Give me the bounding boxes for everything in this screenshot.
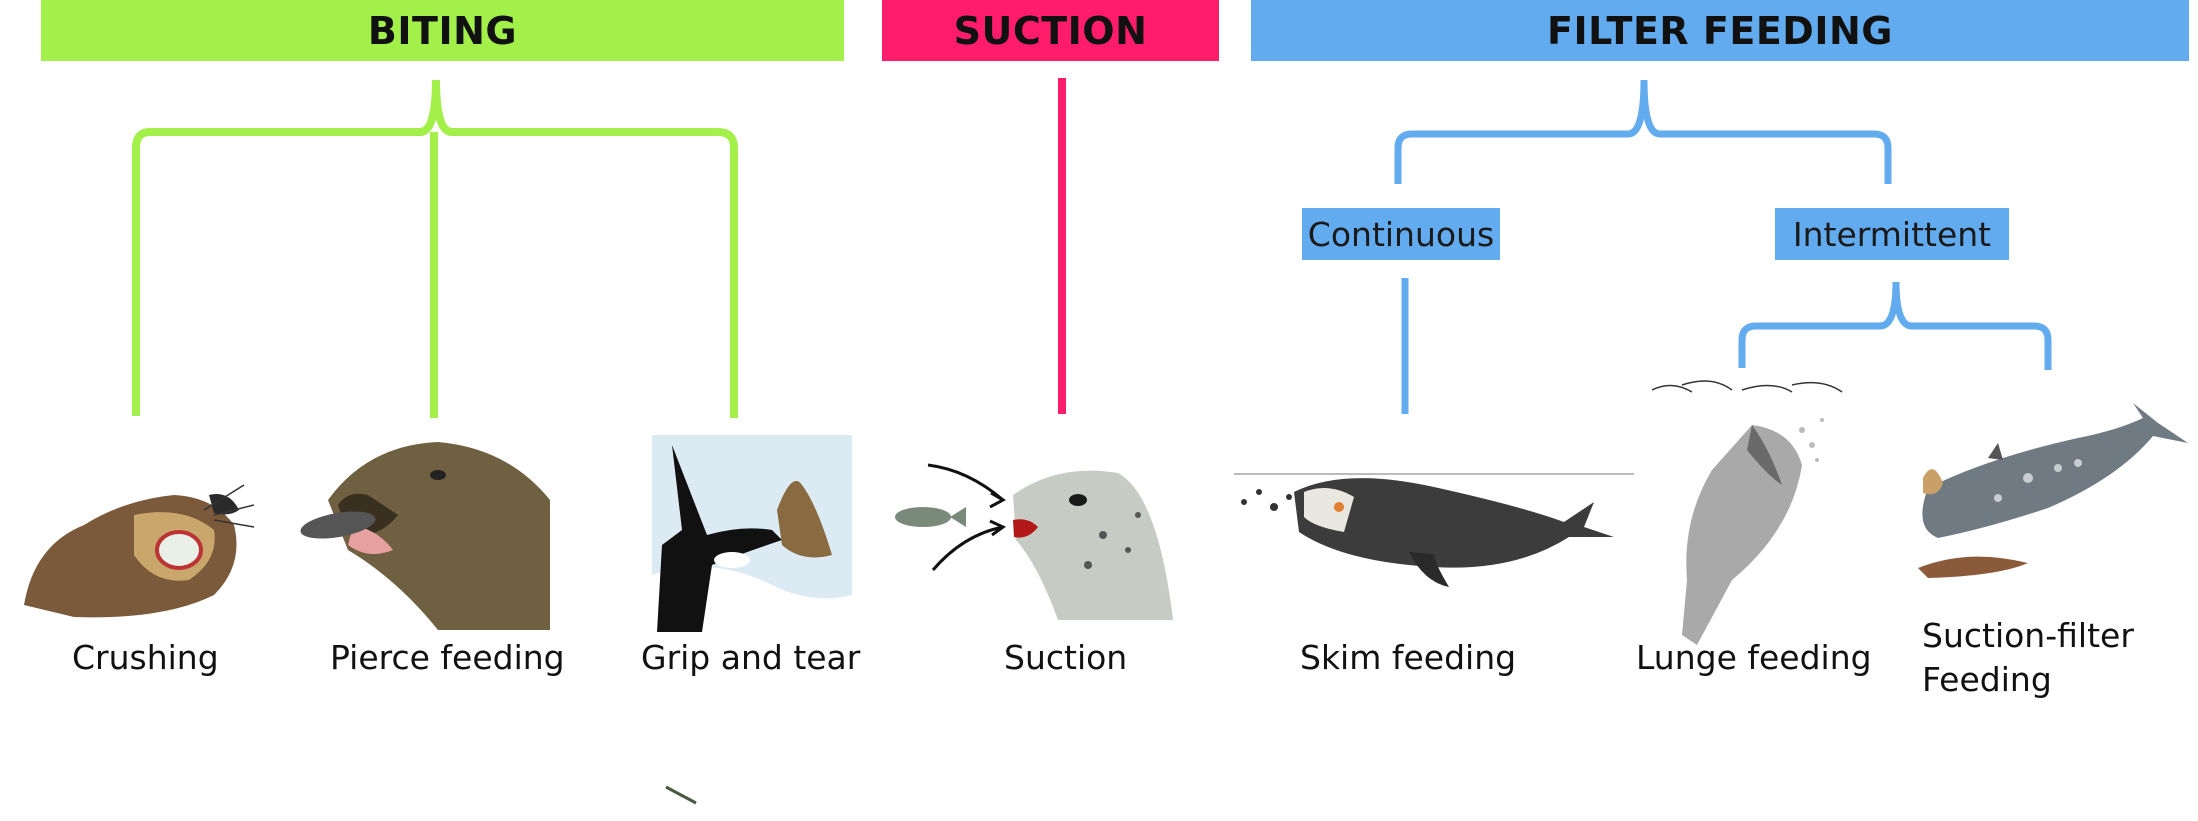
intermittent-label: Intermittent xyxy=(1792,214,1992,254)
sea-lion-pierce-icon xyxy=(300,442,550,630)
label-suction-filter-line1: Suction-filter xyxy=(1922,616,2134,655)
label-grip-and-tear: Grip and tear xyxy=(641,638,861,677)
gray-whale-suction-filter-icon xyxy=(1918,403,2188,578)
biting-header: BITING xyxy=(41,0,844,61)
stray-mark-icon xyxy=(665,785,697,805)
right-whale-skim-icon xyxy=(1234,473,1634,587)
orca-grip-icon xyxy=(652,435,852,632)
label-crushing: Crushing xyxy=(72,638,219,677)
seal-crushing-icon xyxy=(24,484,254,618)
label-suction-filter-feeding: Suction-filter Feeding xyxy=(1922,614,2134,702)
label-suction: Suction xyxy=(1004,638,1128,677)
continuous-box: Continuous xyxy=(1302,208,1500,260)
rorqual-lunge-icon xyxy=(1652,380,1843,645)
label-lunge-feeding: Lunge feeding xyxy=(1636,638,1872,677)
seal-suction-icon xyxy=(895,463,1173,620)
suction-header-label: SUCTION xyxy=(953,8,1148,53)
label-skim-feeding: Skim feeding xyxy=(1300,638,1517,677)
continuous-label: Continuous xyxy=(1307,214,1495,254)
suction-header: SUCTION xyxy=(882,0,1219,61)
label-suction-filter-line2: Feeding xyxy=(1922,660,2052,699)
biting-header-label: BITING xyxy=(367,8,518,53)
filter-feeding-header-label: FILTER FEEDING xyxy=(1547,8,1893,53)
biting-bracket xyxy=(132,79,738,418)
intermittent-box: Intermittent xyxy=(1775,208,2009,260)
filter-feeding-header: FILTER FEEDING xyxy=(1251,0,2189,61)
filter-bracket xyxy=(1394,79,2052,414)
label-pierce-feeding: Pierce feeding xyxy=(330,638,565,677)
